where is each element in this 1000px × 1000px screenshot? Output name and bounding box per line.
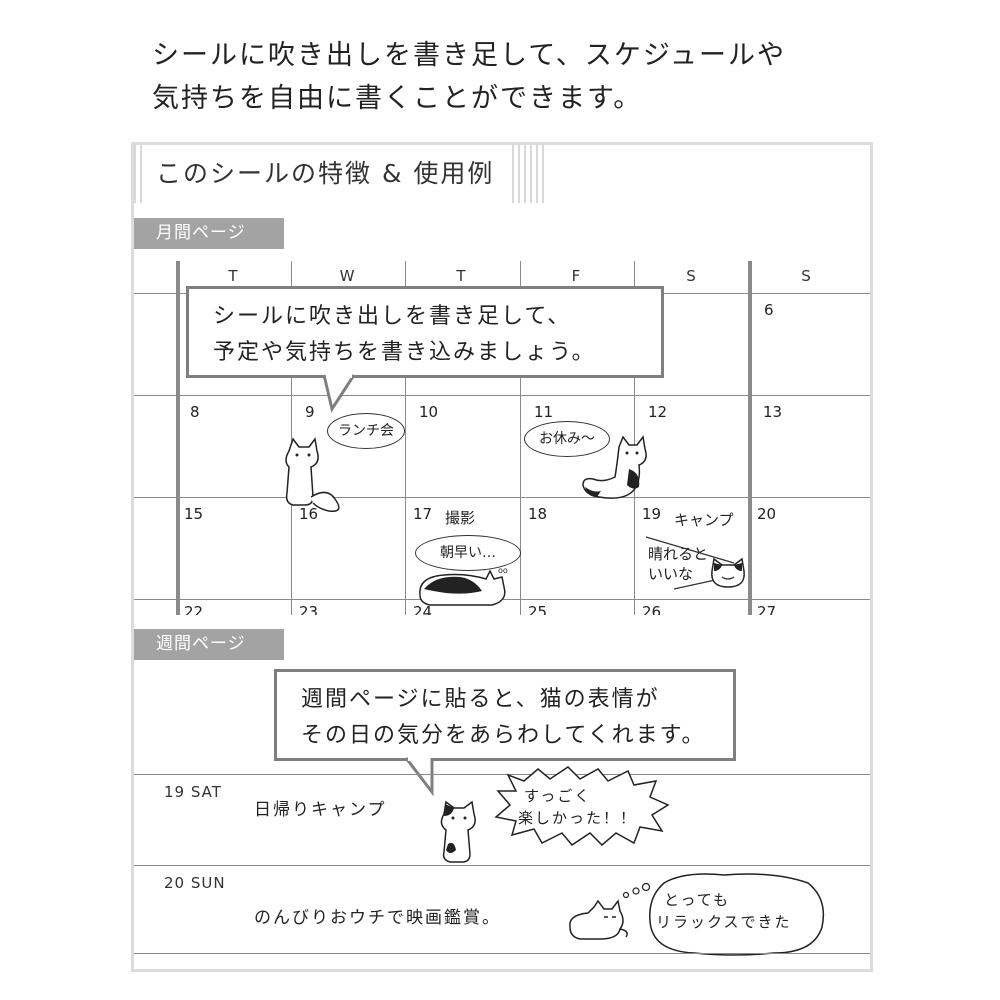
weekday-header: S <box>686 267 696 285</box>
lunch-note: ランチ会 <box>338 423 394 439</box>
day-number: 22 <box>184 603 204 615</box>
day-number: 20 <box>757 505 777 523</box>
cal-row-line <box>134 395 870 396</box>
weekly-date: 20 SUN <box>164 874 226 892</box>
relaxed-thought-bubble <box>649 873 825 956</box>
day-number: 24 <box>413 603 433 615</box>
weekly-entry: 日帰りキャンプ <box>254 800 387 820</box>
day-number: 23 <box>299 603 319 615</box>
weekly-row-line <box>134 953 870 954</box>
monthly-callout-line-1: シールに吹き出しを書き足して、 <box>213 304 572 329</box>
monthly-callout-line-2: 予定や気持ちを書き込みましょう。 <box>213 340 596 365</box>
svg-text:oo: oo <box>498 566 508 575</box>
hope-note-1: 晴れると <box>648 545 709 563</box>
weekly-callout-line-1: 週間ページに貼ると、猫の表情が <box>301 687 660 712</box>
rest-speech-oval: お休み〜 <box>524 421 610 457</box>
cal-col-line <box>748 261 752 615</box>
weekday-header: T <box>228 267 238 285</box>
monthly-tab: 月間ページ <box>134 218 284 249</box>
cal-row-line <box>134 497 870 498</box>
cal-col-line <box>176 261 180 615</box>
rest-note: お休み〜 <box>539 431 595 447</box>
day-number: 9 <box>305 403 315 421</box>
excited-bubble-line-1: すっごく <box>524 787 592 805</box>
relaxed-bubble-line-2: リラックスできた <box>656 913 792 931</box>
weekly-entry: のんびりおウチで映画鑑賞。 <box>254 908 501 928</box>
monthly-calendar: T W T F S S 6 8 9 10 11 12 13 15 16 17 1… <box>134 253 870 615</box>
day-number: 18 <box>528 505 548 523</box>
weekly-callout: 週間ページに貼ると、猫の表情が その日の気分をあらわしてくれます。 <box>274 669 736 761</box>
sleeping-cat-icon: oo <box>419 566 508 606</box>
photo-note: 撮影 <box>445 509 476 527</box>
morning-speech-oval: 朝早い… <box>415 535 521 571</box>
weekday-header: F <box>571 267 581 285</box>
happy-cat-icon <box>440 800 476 863</box>
weekly-row-line <box>134 865 870 866</box>
relaxed-cat-icon <box>569 899 628 940</box>
intro-line-1: シールに吹き出しを書き足して、スケジュールや <box>152 40 786 71</box>
weekly-tab: 週間ページ <box>134 629 284 660</box>
intro-text: シールに吹き出しを書き足して、スケジュールや 気持ちを自由に書くことができます。 <box>152 34 786 120</box>
weekly-callout-line-2: その日の気分をあらわしてくれます。 <box>301 723 706 748</box>
hope-note-2: いいな <box>648 565 694 583</box>
cal-col-line <box>634 261 635 615</box>
sitting-cat-icon <box>285 437 340 512</box>
day-number: 8 <box>190 403 200 421</box>
day-number: 26 <box>642 603 662 615</box>
day-number: 6 <box>764 301 774 319</box>
weekly-row-line <box>134 774 870 775</box>
day-number: 16 <box>299 505 319 523</box>
day-number: 12 <box>648 403 668 421</box>
cal-col-line <box>405 261 406 615</box>
section-title: このシールの特徴 & 使用例 <box>146 145 511 203</box>
day-number: 11 <box>534 403 554 421</box>
weekday-header: W <box>339 267 355 285</box>
day-number: 15 <box>184 505 204 523</box>
day-number: 27 <box>757 603 777 615</box>
day-number: 25 <box>528 603 548 615</box>
cat-face-icon <box>711 557 745 588</box>
weekly-date: 19 SAT <box>164 783 222 801</box>
lunch-speech-oval: ランチ会 <box>327 413 405 449</box>
weekly-callout-tail <box>404 756 434 796</box>
day-number: 13 <box>763 403 783 421</box>
day-number: 10 <box>419 403 439 421</box>
intro-line-2: 気持ちを自由に書くことができます。 <box>152 83 643 114</box>
cal-col-line <box>520 261 521 615</box>
relaxed-bubble-line-1: とっても <box>664 891 731 909</box>
weekday-header: T <box>456 267 466 285</box>
cal-col-line <box>291 261 292 615</box>
feature-panel: このシールの特徴 & 使用例 月間ページ T W T F S S 6 8 9 1… <box>131 142 873 972</box>
camp-note: キャンプ <box>674 511 734 529</box>
excited-bubble-line-2: 楽しかった！！ <box>518 809 638 827</box>
monthly-callout: シールに吹き出しを書き足して、 予定や気持ちを書き込みましょう。 <box>186 286 664 378</box>
weekday-header: S <box>801 267 811 285</box>
day-number: 17 <box>413 505 433 523</box>
day-number: 19 <box>642 505 662 523</box>
thought-dots <box>622 882 650 899</box>
morning-note: 朝早い… <box>440 545 496 561</box>
stretching-cat-icon <box>582 435 647 499</box>
excited-speech-bubble <box>494 766 670 847</box>
monthly-callout-tail <box>322 373 356 413</box>
